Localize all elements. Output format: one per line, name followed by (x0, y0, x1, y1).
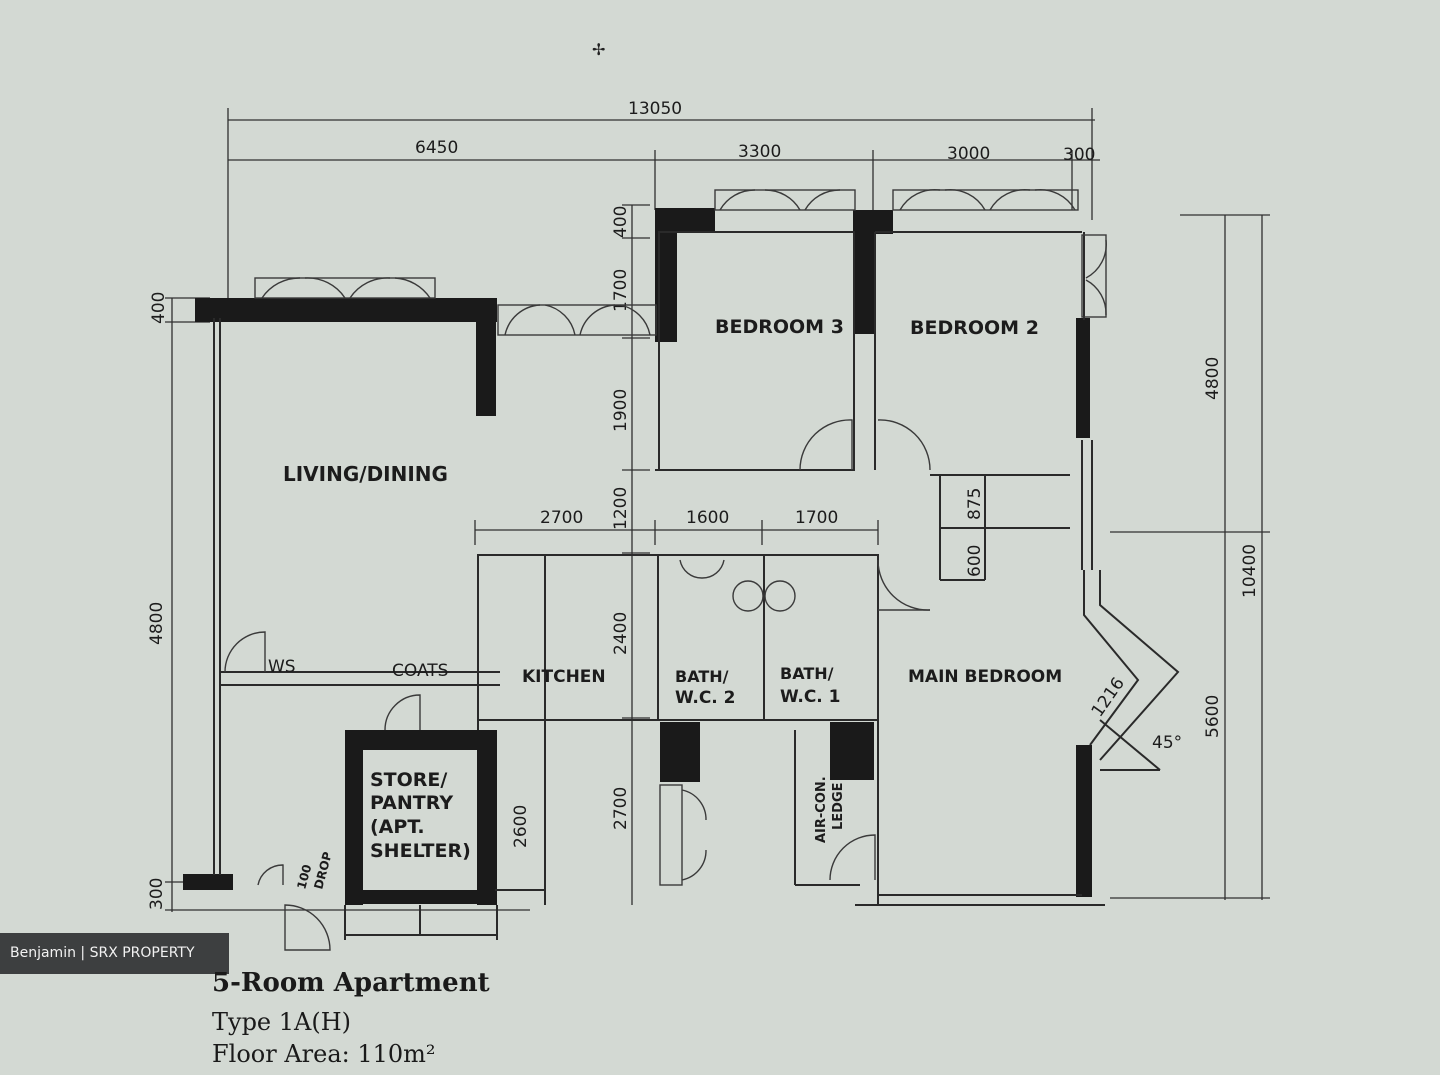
dim-mid-2700: 2700 (611, 787, 631, 830)
top-dimension-lines (227, 108, 1100, 300)
dim-right-4800: 4800 (1203, 357, 1223, 400)
inner-dimension-row (474, 520, 879, 545)
dim-mid-2400: 2400 (611, 612, 631, 655)
dim-13050: 13050 (628, 99, 682, 119)
aircon-line2: LEDGE (831, 782, 846, 830)
dim-2700-kitchen: 2700 (540, 508, 583, 528)
angle-45: 45° (1152, 733, 1182, 753)
dim-3000: 3000 (947, 144, 990, 164)
watermark-banner: Benjamin | SRX PROPERTY (0, 933, 229, 974)
dim-6450: 6450 (415, 138, 458, 158)
dim-3300: 3300 (738, 142, 781, 162)
room-bath1-line1: BATH/ (780, 664, 834, 683)
dim-mid-400: 400 (611, 206, 631, 238)
caption-title: 5-Room Apartment (212, 968, 490, 998)
dim-600: 600 (965, 545, 985, 577)
dim-300: 300 (1063, 145, 1095, 165)
aircon-line1: AIR-CON. (814, 776, 829, 843)
room-store-line1: STORE/ (370, 769, 447, 791)
dim-mid-1700: 1700 (611, 269, 631, 312)
right-dimension-lines (1110, 214, 1270, 900)
door-swings (224, 419, 931, 951)
dim-1700-bath: 1700 (795, 508, 838, 528)
dim-store-2600: 2600 (511, 805, 531, 848)
north-marker: ✢ (592, 40, 606, 59)
room-bath2-line2: W.C. 2 (675, 688, 736, 708)
room-outlines (213, 231, 1180, 940)
coats-label: COATS (392, 661, 448, 681)
dim-left-4800: 4800 (147, 602, 167, 645)
room-main-bedroom: MAIN BEDROOM (908, 667, 1062, 687)
room-store-line3: (APT. (370, 816, 425, 838)
dim-left-300: 300 (147, 878, 167, 910)
room-bath1-line2: W.C. 1 (780, 687, 841, 707)
heavy-walls (183, 208, 1092, 905)
room-store-line2: PANTRY (370, 792, 453, 814)
room-bedroom-3: BEDROOM 3 (715, 316, 844, 338)
caption-area: Floor Area: 110m² (212, 1040, 436, 1068)
room-living-dining: LIVING/DINING (283, 462, 448, 486)
dim-right-10400: 10400 (1240, 544, 1260, 598)
room-kitchen: KITCHEN (522, 667, 606, 687)
dim-mid-1900: 1900 (611, 389, 631, 432)
dim-right-5600: 5600 (1203, 695, 1223, 738)
dim-875: 875 (965, 488, 985, 520)
dim-1216: 1216 (1088, 674, 1129, 721)
room-bath2-line1: BATH/ (675, 667, 729, 686)
caption-type: Type 1A(H) (212, 1008, 352, 1036)
dim-mid-1200: 1200 (611, 487, 631, 530)
room-bedroom-2: BEDROOM 2 (910, 317, 1039, 339)
dim-1600: 1600 (686, 508, 729, 528)
dim-left-400: 400 (149, 292, 169, 324)
ref-drop: DROP (311, 850, 334, 891)
windows (254, 188, 1107, 336)
ws-label: WS (268, 657, 296, 677)
room-store-line4: SHELTER) (370, 840, 471, 862)
ref-100: 100 (294, 863, 314, 891)
